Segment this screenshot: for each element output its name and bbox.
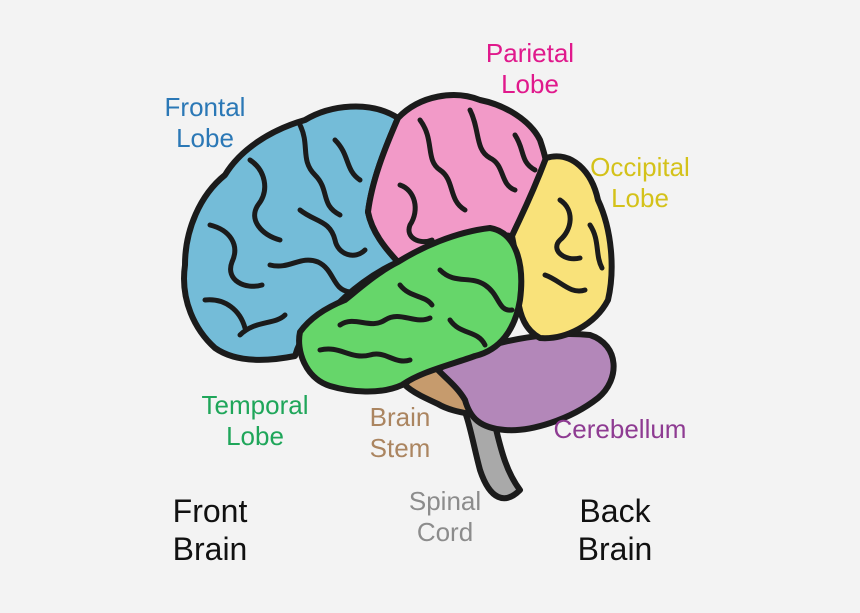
- label-cerebellum: Cerebellum: [540, 414, 700, 445]
- label-front-brain: Front Brain: [150, 492, 270, 569]
- label-parietal-line2: Lobe: [501, 69, 559, 100]
- label-spinal-cord: Spinal Cord: [395, 486, 495, 548]
- label-brain-stem: Brain Stem: [350, 402, 450, 464]
- label-cerebellum-line1: Cerebellum: [553, 414, 687, 444]
- label-back-line2: Brain: [577, 531, 653, 568]
- label-brain-stem-line2: Stem: [369, 433, 431, 464]
- label-spinal-cord-line2: Cord: [416, 517, 474, 548]
- label-frontal-lobe: Frontal Lobe: [150, 92, 260, 154]
- label-parietal-line1: Parietal: [485, 38, 575, 68]
- occipital-lobe-region: [509, 153, 615, 342]
- label-spinal-cord-line1: Spinal: [408, 486, 482, 516]
- label-temporal-line2: Lobe: [226, 421, 284, 452]
- label-temporal-line1: Temporal: [201, 390, 309, 420]
- label-frontal-line2: Lobe: [176, 123, 234, 154]
- label-occipital-line1: Occipital: [590, 152, 690, 182]
- label-front-line2: Brain: [172, 531, 248, 568]
- label-back-line1: Back: [579, 493, 651, 529]
- label-temporal-lobe: Temporal Lobe: [185, 390, 325, 452]
- label-frontal-line1: Frontal: [164, 92, 246, 122]
- brain-folds: [202, 107, 605, 364]
- label-front-line1: Front: [172, 493, 248, 529]
- label-brain-stem-line1: Brain: [369, 402, 431, 432]
- temporal-lobe-region: [296, 225, 525, 395]
- label-occipital-line2: Lobe: [611, 183, 669, 214]
- label-occipital-lobe: Occipital Lobe: [575, 152, 705, 214]
- label-parietal-lobe: Parietal Lobe: [470, 38, 590, 100]
- label-back-brain: Back Brain: [555, 492, 675, 569]
